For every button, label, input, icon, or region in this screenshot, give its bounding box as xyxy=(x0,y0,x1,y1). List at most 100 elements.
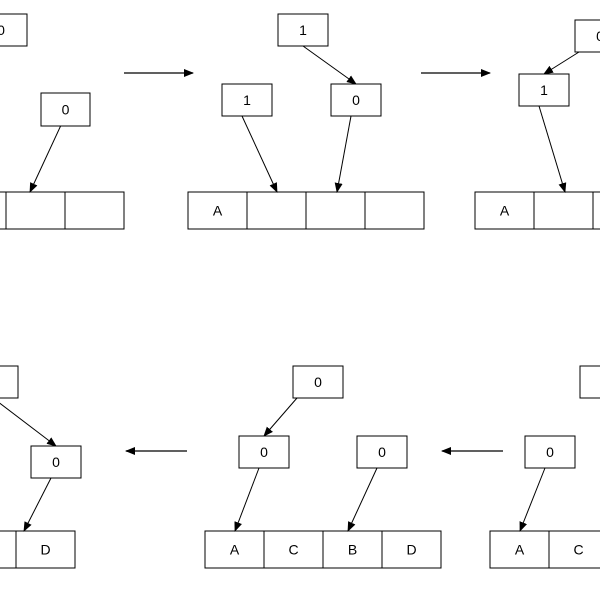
array-cell: A xyxy=(204,530,265,569)
array-cell-box xyxy=(0,191,7,230)
array-cell-box xyxy=(15,530,76,569)
array-cell-box xyxy=(381,530,442,569)
pointer-arrow xyxy=(347,467,378,532)
array-cell-box xyxy=(187,191,248,230)
pointer-arrow xyxy=(263,397,298,437)
array-cell-label: A xyxy=(230,542,240,558)
counter-node-box xyxy=(579,365,600,399)
array-cell-box xyxy=(364,191,425,230)
array-cell-box xyxy=(0,530,17,569)
counter-node-box xyxy=(0,13,28,47)
panel-bottom-right: A C 0 xyxy=(489,365,600,569)
pointer-arrow xyxy=(241,115,278,193)
counter-node: 0 xyxy=(330,83,382,117)
array-cell xyxy=(5,191,66,230)
counter-node-value: 1 xyxy=(299,22,307,38)
counter-node-box xyxy=(518,73,570,107)
array-cell-label: A xyxy=(500,203,510,219)
counter-node xyxy=(579,365,600,399)
array-cell xyxy=(364,191,425,230)
array-cell: D xyxy=(15,530,76,569)
array-cell: A xyxy=(187,191,248,230)
array-cell-box xyxy=(533,191,594,230)
array-cell-box xyxy=(592,191,600,230)
pointer-arrow xyxy=(538,105,567,193)
array-cell xyxy=(64,191,125,230)
counter-node-value: 0 xyxy=(0,22,5,38)
array-cell-box xyxy=(204,530,265,569)
array-cell-box xyxy=(305,191,366,230)
counter-node: 0 xyxy=(524,435,576,469)
array-cell xyxy=(592,191,600,230)
counter-node-value: 1 xyxy=(243,92,251,108)
pointer-arrow xyxy=(543,51,580,75)
array-cell-box xyxy=(246,191,307,230)
counter-node-box xyxy=(330,83,382,117)
panel-bottom-middle: A C B D 0 0 0 xyxy=(204,365,442,569)
array-cell xyxy=(246,191,307,230)
panel-top-middle: A 1 1 0 xyxy=(187,13,425,230)
counter-node-value: 1 xyxy=(540,82,548,98)
array-cell-label: A xyxy=(213,203,223,219)
array-cell-box xyxy=(489,530,550,569)
counter-node: 0 xyxy=(356,435,408,469)
counter-node-value: 0 xyxy=(260,444,268,460)
counter-node-box xyxy=(574,19,600,53)
array-cell: A xyxy=(474,191,535,230)
counter-node-value: 0 xyxy=(314,374,322,390)
array-cell: A xyxy=(489,530,550,569)
counter-node-box xyxy=(40,92,91,127)
pointer-arrow xyxy=(23,477,52,532)
counter-node-value: 0 xyxy=(62,102,70,118)
counter-node-box xyxy=(292,365,344,399)
pointer-arrow xyxy=(519,467,546,532)
array-cell-box xyxy=(5,191,66,230)
array-cell: D xyxy=(381,530,442,569)
counter-node-box xyxy=(221,83,273,117)
array-cell-label: D xyxy=(406,542,416,558)
array-cell-box xyxy=(263,530,324,569)
counter-node-box xyxy=(30,445,82,479)
array-cell-label: D xyxy=(40,542,50,558)
array-cell xyxy=(0,191,7,230)
array-cell: B xyxy=(322,530,383,569)
counter-node-value: 0 xyxy=(352,92,360,108)
pointer-arrow xyxy=(29,125,62,193)
pointer-arrow xyxy=(334,115,352,193)
panel-bottom-left: BD0 xyxy=(0,365,82,569)
panel-top-left: 00 xyxy=(0,13,125,230)
array-cell xyxy=(305,191,366,230)
array-cell-box xyxy=(322,530,383,569)
array-cell: C xyxy=(548,530,600,569)
counter-node-box xyxy=(277,13,329,47)
counter-node-value: 0 xyxy=(546,444,554,460)
array-cell-box xyxy=(64,191,125,230)
counter-node: 0 xyxy=(238,435,290,469)
counter-node-value: 0 xyxy=(596,28,600,44)
counter-node: 0 xyxy=(292,365,344,399)
pointer-arrow xyxy=(302,45,357,85)
array-cell-label: C xyxy=(573,542,583,558)
panel-top-right: A 0 1 xyxy=(474,19,600,230)
array-cell-label: C xyxy=(288,542,298,558)
counter-node: 0 xyxy=(0,13,28,47)
pointer-arrow xyxy=(234,467,260,532)
counter-node-value: 0 xyxy=(378,444,386,460)
counter-node xyxy=(0,365,19,399)
counter-node: 0 xyxy=(40,92,91,127)
counter-node: 1 xyxy=(518,73,570,107)
array-cell: C xyxy=(263,530,324,569)
array-cell-box xyxy=(474,191,535,230)
array-cell: B xyxy=(0,530,17,569)
counter-node: 1 xyxy=(277,13,329,47)
pointer-arrow xyxy=(0,402,57,447)
counter-node-box xyxy=(0,365,19,399)
array-cell-label: A xyxy=(515,542,525,558)
counter-node-box xyxy=(356,435,408,469)
counter-node-box xyxy=(524,435,576,469)
array-cell-box xyxy=(548,530,600,569)
counter-node: 1 xyxy=(221,83,273,117)
counter-node-box xyxy=(238,435,290,469)
array-cell xyxy=(533,191,594,230)
